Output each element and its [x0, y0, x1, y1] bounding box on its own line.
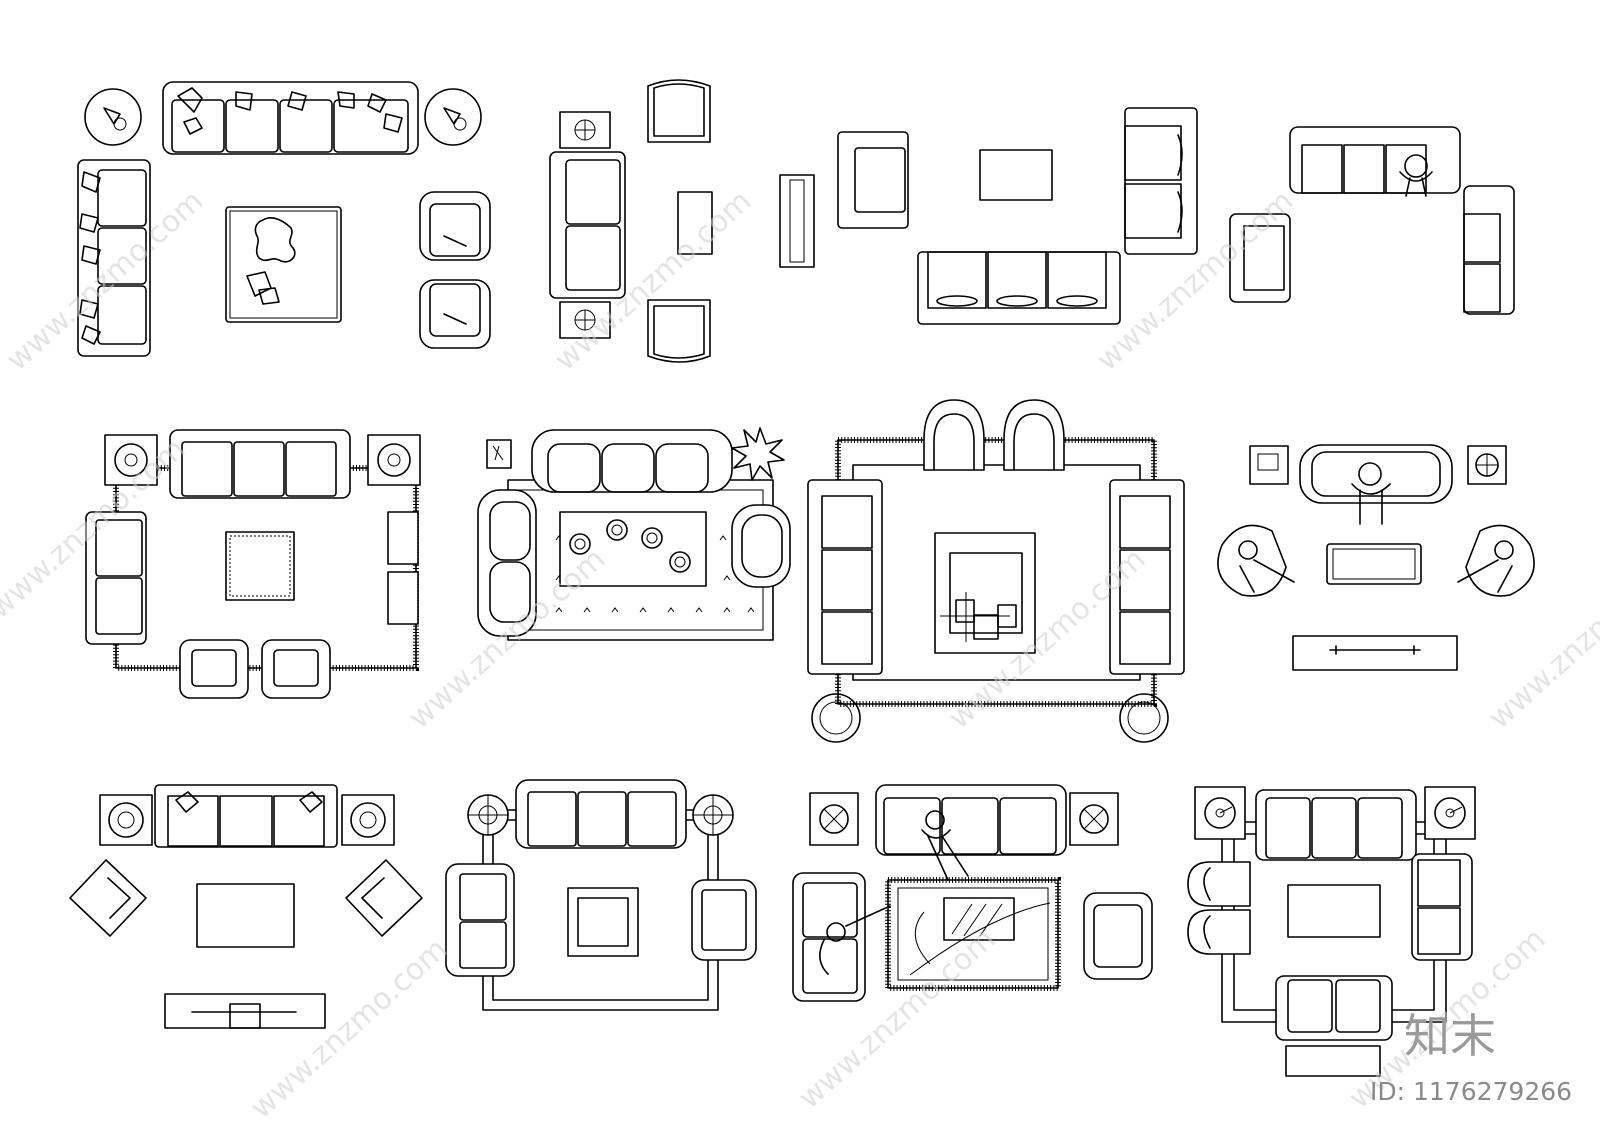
- large-rug-set-with-stools: [808, 400, 1184, 742]
- square-sofa-set: [1188, 787, 1475, 1076]
- l-shaped-sofa-with-armchairs: [78, 82, 490, 356]
- watermark-url-text: www.znzmo.com: [1482, 542, 1600, 736]
- watermark-id: ID: 1176279266: [1370, 1077, 1572, 1106]
- round-arm-sofa-set: [478, 428, 790, 640]
- sofa-set-with-tables: [780, 108, 1197, 324]
- watermark-logo: 知末: [1404, 1009, 1496, 1063]
- watermark-url-text: www.znzmo.com: [548, 184, 758, 378]
- watermark-url-text: www.znzmo.com: [1090, 184, 1300, 378]
- watermark-url-text: www.znzmo.com: [0, 184, 210, 378]
- sofa-set-with-people: [1218, 445, 1534, 670]
- sofa-with-diamond-chairs: [70, 785, 422, 1028]
- watermark-url-text: www.znzmo.com: [792, 922, 1002, 1116]
- corner-sofa-set: [1230, 127, 1514, 314]
- chesterfield-set: [446, 780, 756, 1010]
- rug-living-set: [86, 430, 420, 698]
- sofa-with-two-chairs: [550, 80, 712, 362]
- sofa-set-with-seated-people: [793, 785, 1152, 1001]
